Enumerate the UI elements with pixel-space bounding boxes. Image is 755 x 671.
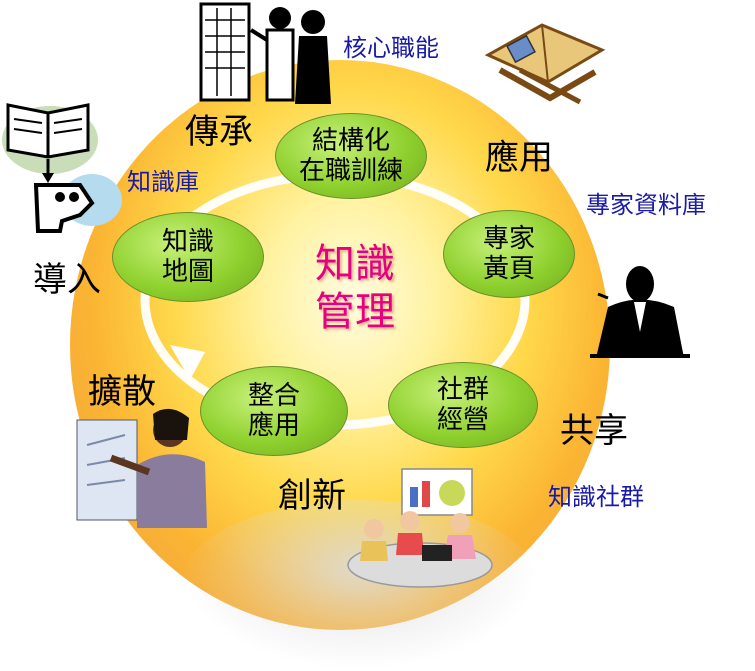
node-expert-yellow-pages: 專家 黃頁: [443, 210, 575, 298]
verb-share: 共享: [560, 411, 628, 451]
verb-apply: 應用: [485, 138, 553, 178]
node-integrated-application-line2: 應用: [247, 411, 300, 441]
center-title: 知識 管理: [300, 240, 410, 336]
cycle-arrow-head: [170, 345, 205, 380]
verb-inherit: 傳承: [185, 112, 253, 152]
label-knowledge-community: 知識社群: [548, 483, 644, 511]
node-community-management: 社群 經營: [388, 362, 538, 448]
teaching-board-icon: [199, 2, 331, 104]
node-knowledge-map-line2: 地圖: [161, 257, 214, 287]
floor-shadow: [180, 500, 540, 670]
woman-at-screen-icon: [76, 408, 207, 528]
center-title-line2: 管理: [315, 289, 395, 335]
node-structured-training-line2: 在職訓練: [298, 156, 403, 186]
node-knowledge-map: 知識 地圖: [112, 212, 264, 302]
label-knowledge-base: 知識庫: [127, 168, 199, 196]
book-on-stand-icon: [484, 23, 606, 105]
verb-innovate: 創新: [278, 476, 346, 516]
center-title-line1: 知識: [315, 241, 395, 287]
node-community-management-line2: 經營: [436, 405, 489, 435]
node-expert-yellow-pages-line2: 黃頁: [482, 254, 535, 284]
businessman-icon: [590, 266, 690, 358]
verb-diffuse: 擴散: [88, 372, 156, 412]
node-structured-training: 結構化 在職訓練: [275, 113, 427, 199]
node-structured-training-line1: 結構化: [311, 126, 390, 156]
node-integrated-application: 整合 應用: [200, 366, 348, 456]
verb-introduce: 導入: [33, 260, 101, 300]
node-knowledge-map-line1: 知識: [161, 227, 214, 257]
label-core-competency: 核心職能: [343, 34, 439, 62]
node-integrated-application-line1: 整合: [247, 381, 300, 411]
book-to-head-icon: [2, 103, 122, 233]
label-expert-database: 專家資料庫: [586, 191, 706, 219]
node-community-management-line1: 社群: [436, 375, 489, 405]
team-meeting-icon: [347, 468, 493, 588]
node-expert-yellow-pages-line1: 專家: [482, 224, 535, 254]
